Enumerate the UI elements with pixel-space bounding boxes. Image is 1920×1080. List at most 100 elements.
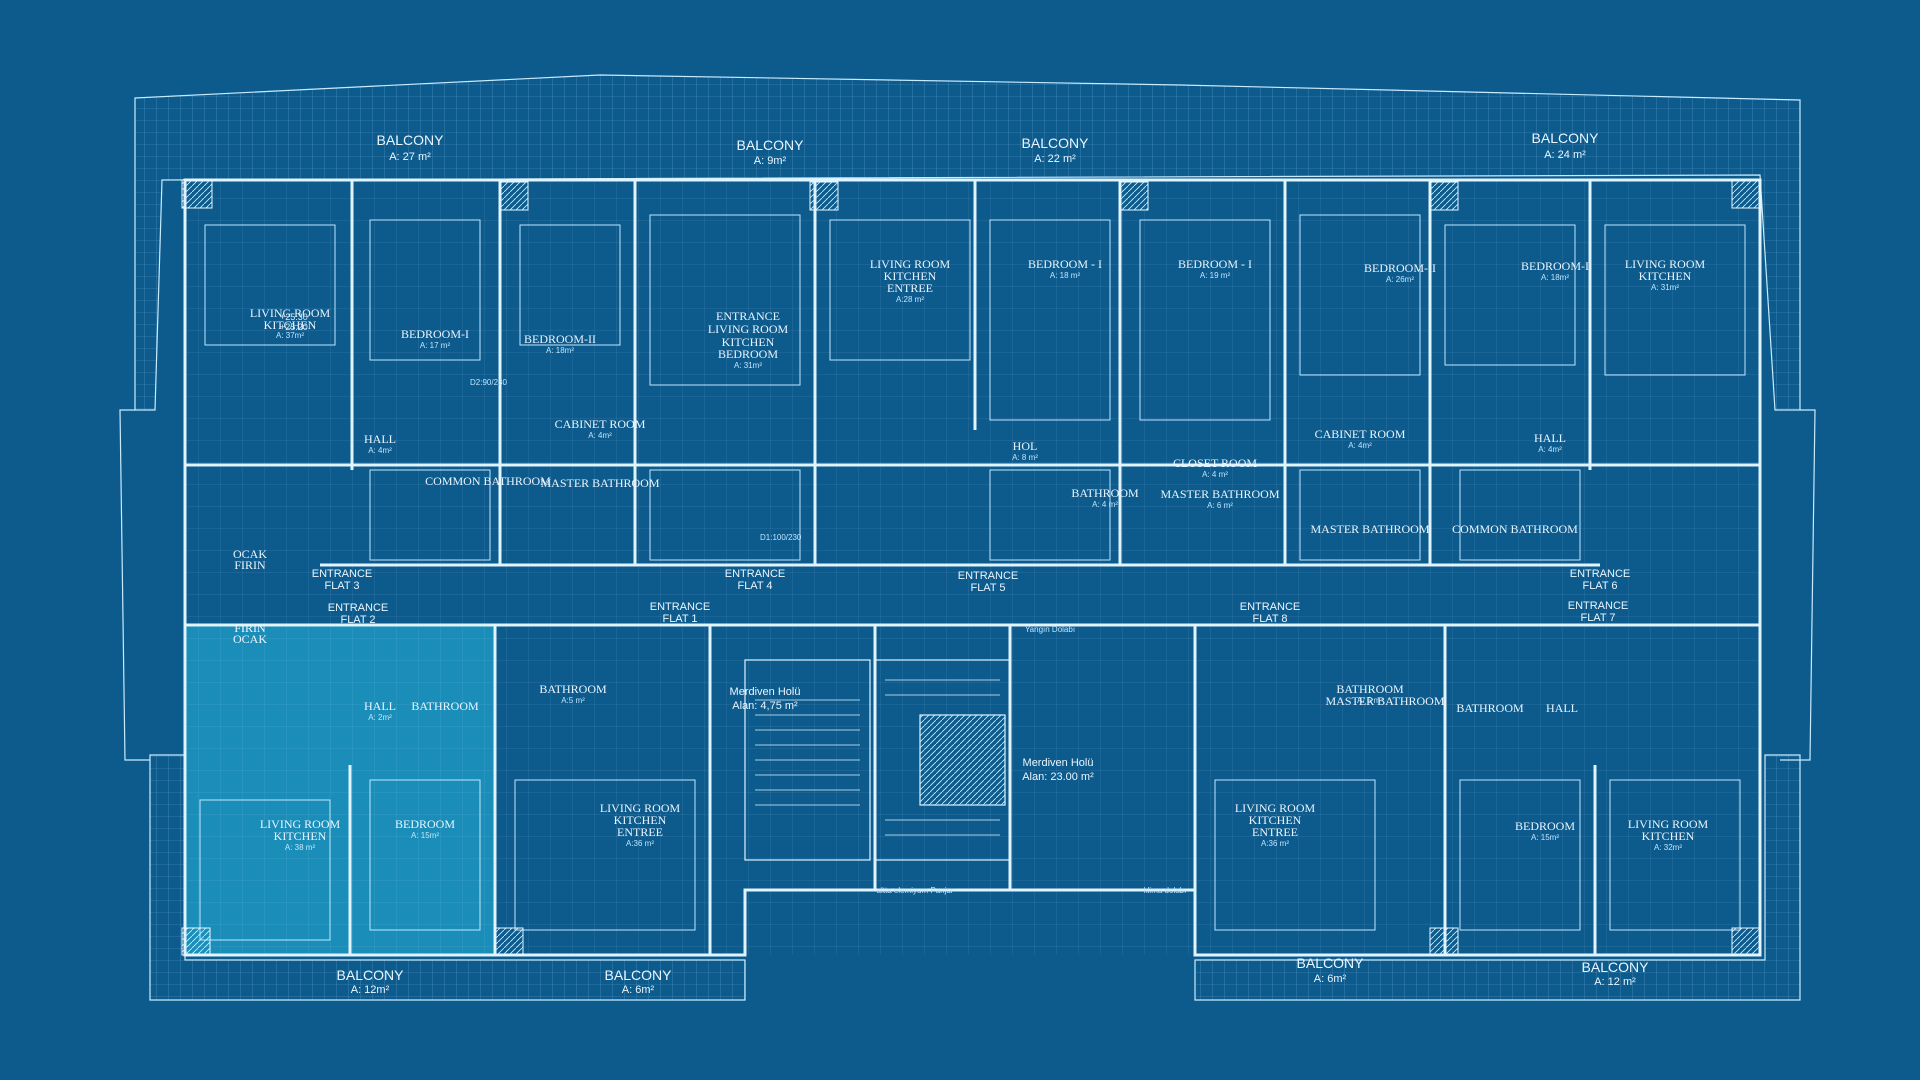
ocak-label-2: OCAK <box>233 632 267 646</box>
stair-name: Merdiven Holü <box>730 686 801 698</box>
stair-labels: Merdiven Holü Alan: 4,75 m² Merdiven Hol… <box>730 686 1095 783</box>
room-area: A: 15m² <box>1531 833 1559 842</box>
room-name: BEDROOM-I <box>1521 259 1589 273</box>
room-name: CABINET ROOM <box>1315 427 1406 441</box>
room-area: A: 31m² <box>734 361 762 370</box>
room-sub: ENTREE <box>1252 825 1298 839</box>
kitchen-note: altta elemiyum Panjur <box>877 886 954 895</box>
room-area: A:36 m² <box>1261 839 1289 848</box>
room-name: BEDROOM <box>395 817 455 831</box>
room-name: BATHROOM <box>1336 682 1404 696</box>
balcony-outlines <box>119 74 1816 1001</box>
balcony-label: BALCONY <box>737 137 805 153</box>
stair-area: Alan: 23.00 m² <box>1022 771 1094 783</box>
room-name: CABINET ROOM <box>555 417 646 431</box>
room-area: A: 19 m² <box>1200 271 1231 280</box>
room-area: A: 31m² <box>1651 283 1679 292</box>
balcony-area: A: 6m² <box>622 984 655 996</box>
interior-grid <box>185 180 1760 955</box>
balcony-label: BALCONY <box>1022 135 1090 151</box>
room-area: A: 4m² <box>368 446 392 455</box>
room-area: A: 6 m² <box>1207 501 1233 510</box>
entrance-label: ENTRANCE <box>1570 568 1631 580</box>
balcony-labels: BALCONY A: 27 m² BALCONY A: 9m² BALCONY … <box>337 130 1650 996</box>
room-name: BATHROOM <box>1071 486 1139 500</box>
entrance-flat: FLAT 8 <box>1252 613 1287 625</box>
room-name: MASTER BATHROOM <box>1310 522 1429 536</box>
room-area: A: 4 m² <box>1202 470 1228 479</box>
klima-note: klima dolabı <box>1144 886 1187 895</box>
room-sub: KITCHEN <box>614 813 667 827</box>
firin-label: FIRIN <box>234 558 266 572</box>
entrance-label: ENTRANCE <box>650 601 711 613</box>
entrance-label: ENTRANCE <box>958 570 1019 582</box>
room-area: A: 4m² <box>1538 445 1562 454</box>
room-area: A: 5 m² <box>1357 696 1383 705</box>
room-name: MASTER BATHROOM <box>540 476 659 490</box>
entrance-flat: FLAT 4 <box>737 580 772 592</box>
balcony-area: A: 12 m² <box>1594 976 1636 988</box>
level-mark: +25.20 <box>280 322 308 332</box>
entrance-label: ENTRANCE <box>725 568 786 580</box>
room-name: MASTER BATHROOM <box>1160 487 1279 501</box>
room-name: BEDROOM <box>1515 819 1575 833</box>
entrance-label: ENTRANCE <box>328 602 389 614</box>
room-sub: KITCHEN <box>274 829 327 843</box>
room-area: A: 37m² <box>276 331 304 340</box>
room-sub: KITCHEN <box>884 269 937 283</box>
room-sub: ENTREE <box>617 825 663 839</box>
stair-area: Alan: 4,75 m² <box>732 700 798 712</box>
room-sub: KITCHEN <box>722 335 775 349</box>
level-mark: +25.30 <box>280 312 308 322</box>
entrance-flat: FLAT 7 <box>1580 612 1615 624</box>
balcony-area: A: 24 m² <box>1544 149 1586 161</box>
room-name: LIVING ROOM <box>250 306 331 320</box>
room-name: BATHROOM <box>539 682 607 696</box>
room-area: A: 38 m² <box>285 843 316 852</box>
entrance-flat: FLAT 6 <box>1582 580 1617 592</box>
room-name: HOL <box>1013 439 1038 453</box>
room-name: COMMON BATHROOM <box>1452 522 1578 536</box>
building-walls <box>183 178 1762 957</box>
door-tag: D1:100/230 <box>760 533 802 542</box>
room-name: CLOSET ROOM <box>1173 456 1257 470</box>
room-sub: LIVING ROOM <box>708 322 789 336</box>
yangin-note: Yangın Dolabı <box>1025 625 1075 634</box>
room-sub: BEDROOM <box>718 347 778 361</box>
room-name: BATHROOM <box>411 699 479 713</box>
room-area: A:28 m² <box>896 295 924 304</box>
room-area: A: 18m² <box>1541 273 1569 282</box>
balcony-area: A: 27 m² <box>389 151 431 163</box>
firin-label-2: FIRIN <box>234 621 266 635</box>
balcony-label: BALCONY <box>1582 959 1650 975</box>
room-area: A: 4m² <box>1348 441 1372 450</box>
room-area: A: 18 m² <box>1050 271 1081 280</box>
room-name: LIVING ROOM <box>870 257 951 271</box>
room-area: A: 15m² <box>411 831 439 840</box>
room-sub: ENTREE <box>887 281 933 295</box>
room-name: COMMON BATHROOM <box>425 474 551 488</box>
room-sub: KITCHEN <box>264 318 317 332</box>
room-name: LIVING ROOM <box>1235 801 1316 815</box>
entrance-labels: ENTRANCE FLAT 3 ENTRANCE FLAT 4 ENTRANCE… <box>312 568 1631 626</box>
room-name: ENTRANCE <box>716 309 780 323</box>
room-name: BATHROOM <box>1456 701 1524 715</box>
balcony-label: BALCONY <box>1297 955 1365 971</box>
balcony-label: BALCONY <box>377 132 445 148</box>
room-labels-upper: LIVING ROOM KITCHEN A: 37m² BEDROOM-I A:… <box>250 257 1706 536</box>
balcony-label: BALCONY <box>337 967 405 983</box>
structural-columns <box>181 179 1761 956</box>
room-name: HALL <box>364 432 396 446</box>
room-area: A: 8 m² <box>1012 453 1038 462</box>
room-labels-lower: HALL A: 2m² BATHROOM LIVING ROOM KITCHEN… <box>260 682 1709 852</box>
room-area: A: 4 m² <box>1092 500 1118 509</box>
entrance-flat: FLAT 5 <box>970 582 1005 594</box>
room-name: LIVING ROOM <box>1628 817 1709 831</box>
entrance-label: ENTRANCE <box>312 568 373 580</box>
entrance-label: ENTRANCE <box>1568 600 1629 612</box>
stair-name: Merdiven Holü <box>1023 757 1094 769</box>
entrance-flat: FLAT 2 <box>340 614 375 626</box>
balcony-area: A: 6m² <box>1314 973 1347 985</box>
balcony-label: BALCONY <box>605 967 673 983</box>
